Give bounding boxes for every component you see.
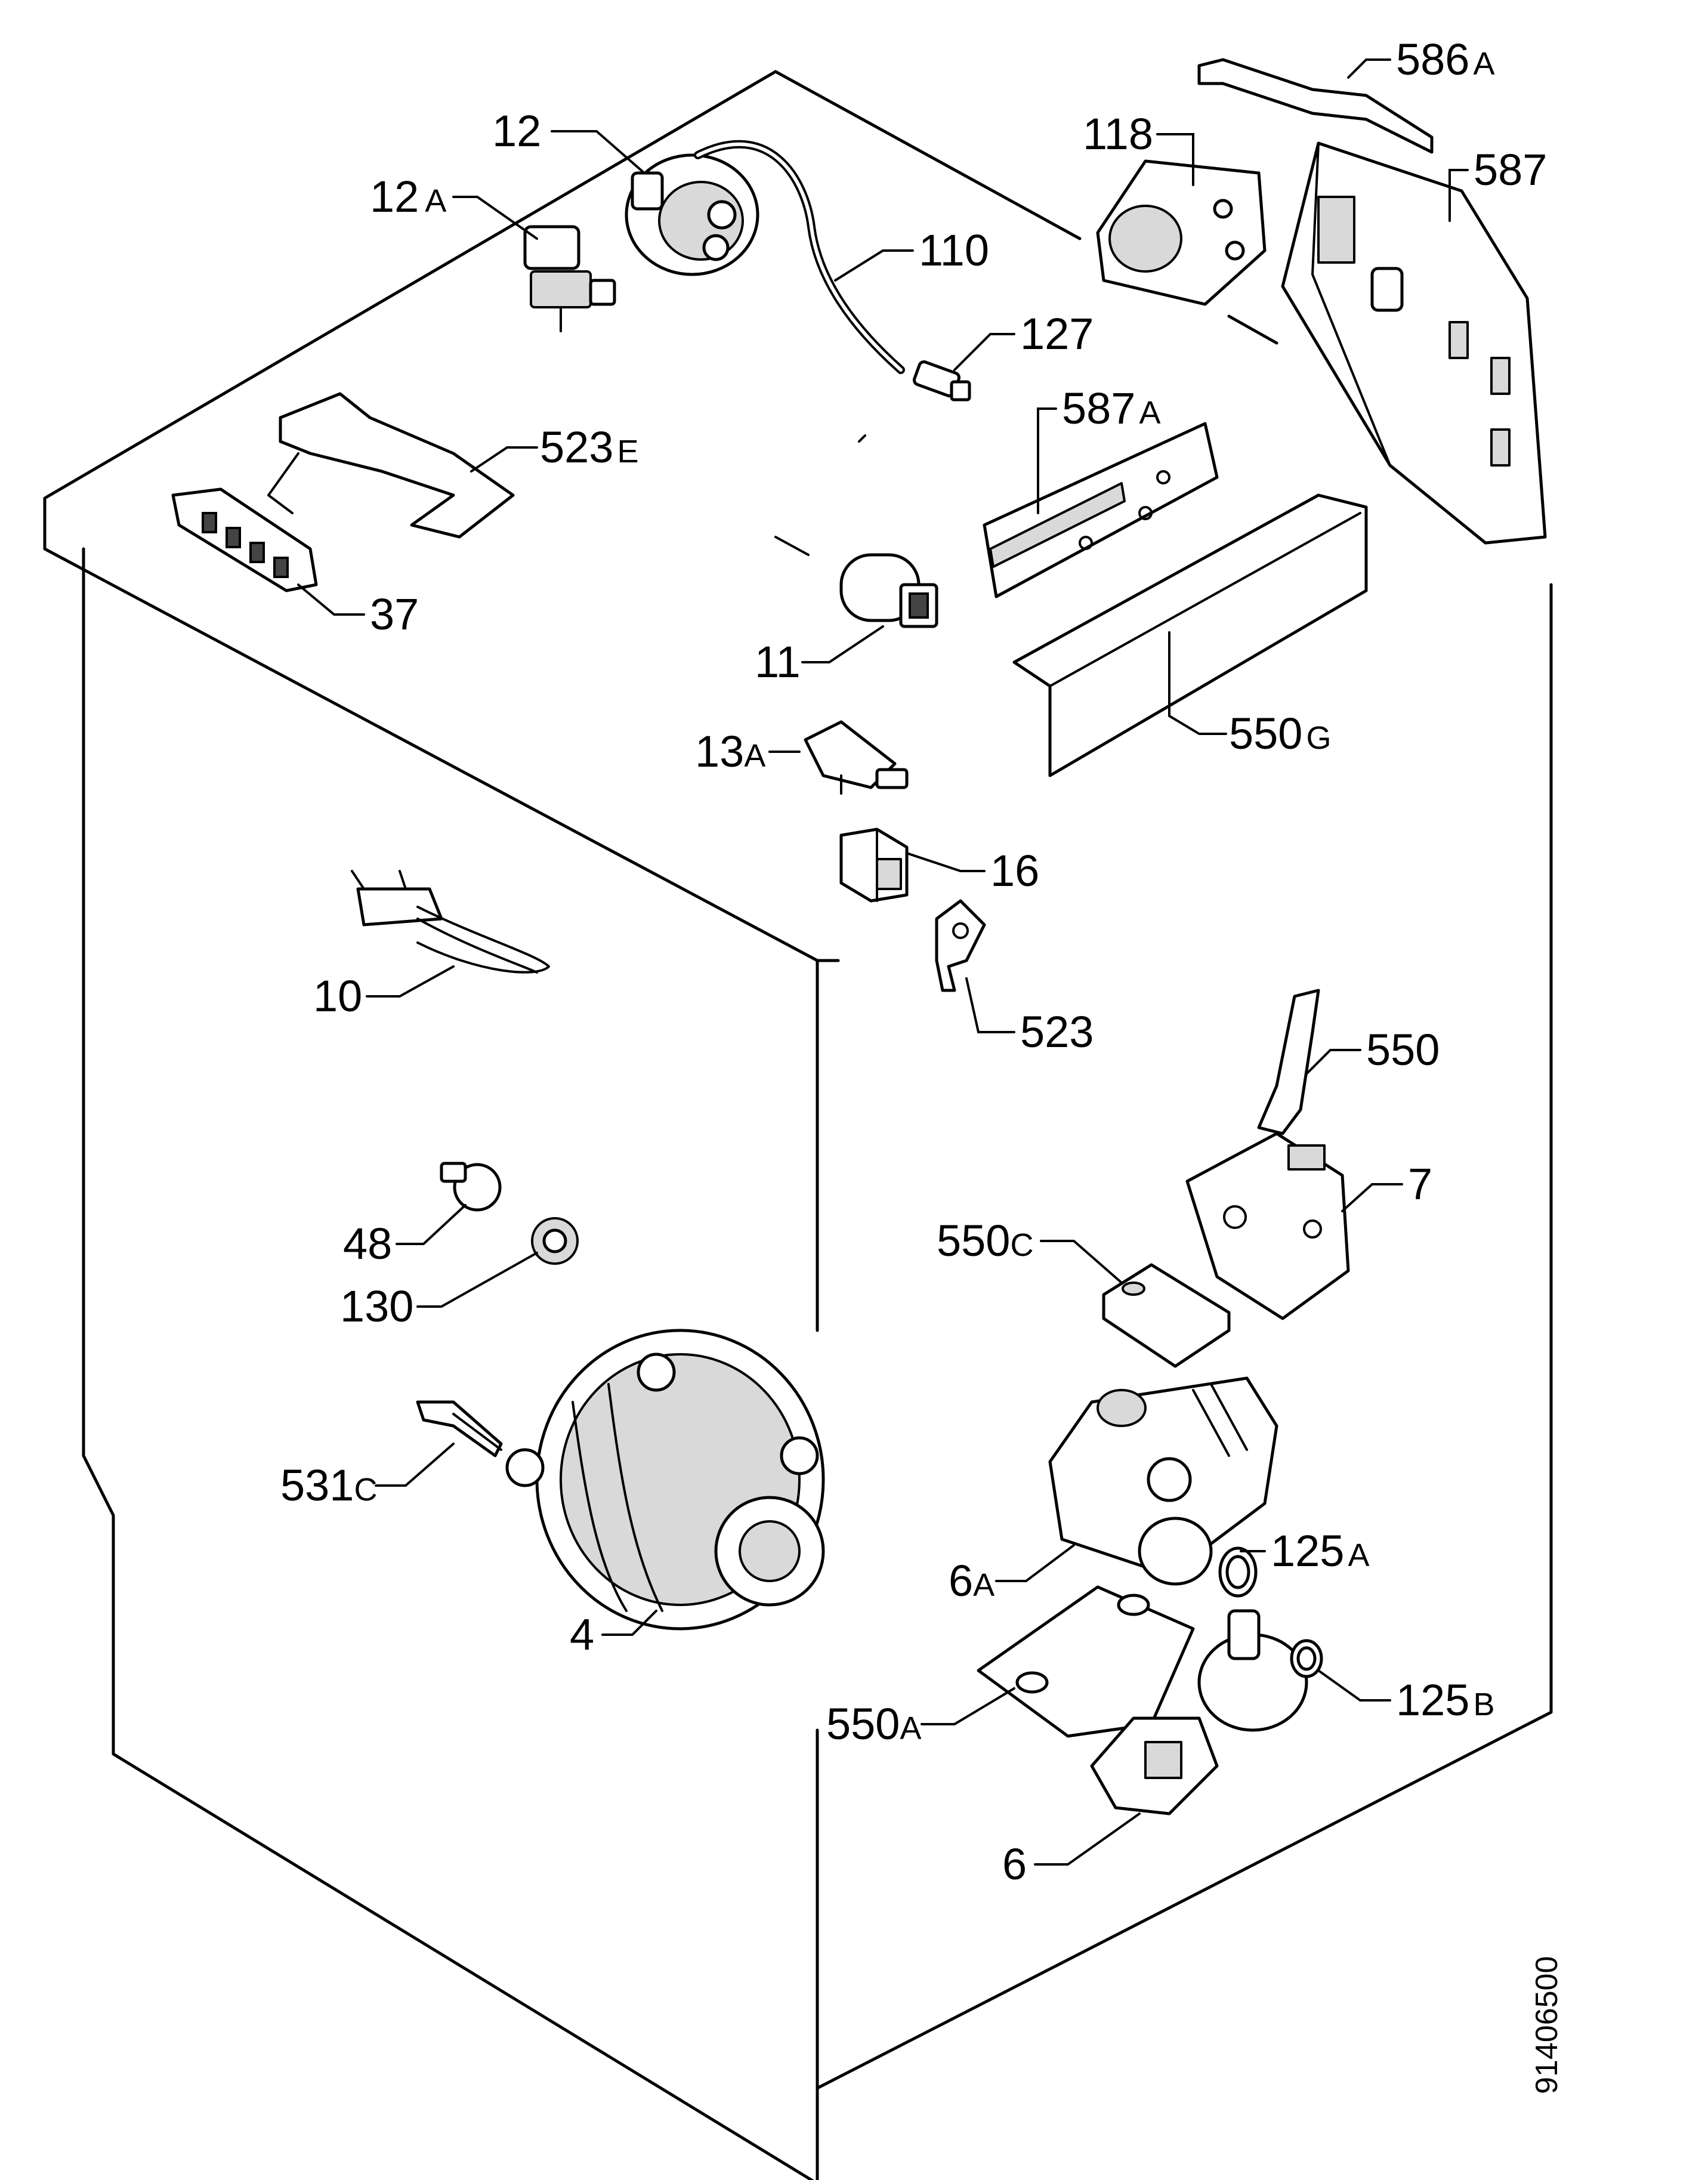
bracket-586a: [1197, 58, 1434, 154]
label-13a: 13A: [695, 727, 765, 776]
label-130: 130: [340, 1282, 413, 1331]
gasket-125b: [1290, 1639, 1323, 1678]
label-550a: 550A: [826, 1699, 922, 1749]
pressure-switch-12a: [523, 225, 616, 332]
drain-pump-6: [1090, 1609, 1308, 1815]
connector-127: [913, 360, 971, 402]
pressure-switch-12: [625, 153, 759, 276]
leader-lines: [297, 58, 1469, 1866]
clip-550c: [1102, 1263, 1231, 1368]
label-10: 10: [313, 971, 362, 1021]
document-number: 91406500: [1530, 1956, 1564, 2094]
label-7: 7: [1408, 1159, 1432, 1209]
label-531c: 531C: [280, 1460, 377, 1510]
gasket-125a: [1218, 1546, 1258, 1598]
label-587: 587: [1474, 145, 1547, 194]
label-550c: 550C: [937, 1216, 1033, 1265]
label-6a: 6A: [949, 1556, 994, 1605]
bolt-531c: [416, 1400, 503, 1458]
pad-550a: [977, 1585, 1195, 1738]
lever-550: [1257, 989, 1320, 1135]
pump-housing-6a: [1048, 1376, 1278, 1586]
label-110: 110: [919, 226, 989, 275]
control-module-587: [1281, 141, 1547, 545]
cabinet-outline: [43, 70, 1553, 2180]
cover-550g: [1012, 493, 1368, 777]
thermostat-48: [440, 1162, 502, 1212]
heater-10: [351, 870, 550, 974]
suppressor-13a: [804, 720, 909, 795]
label-48: 48: [343, 1219, 392, 1268]
timer-118: [1096, 159, 1267, 306]
label-4: 4: [570, 1610, 594, 1659]
component-7: [1185, 1132, 1350, 1320]
label-6: 6: [1002, 1839, 1027, 1889]
terminal-block-37: [171, 487, 318, 592]
label-37: 37: [370, 589, 419, 639]
label-11: 11: [755, 637, 801, 687]
plate-523: [935, 899, 986, 992]
door-lock-16: [839, 827, 909, 903]
label-127: 127: [1020, 309, 1094, 359]
capacitor-11: [839, 553, 938, 628]
label-523: 523: [1020, 1007, 1094, 1057]
pcb-587a: [983, 422, 1219, 598]
label-550: 550: [1366, 1025, 1440, 1074]
label-16: 16: [990, 846, 1039, 896]
label-12: 12: [492, 106, 541, 156]
thermostat-130: [531, 1217, 579, 1265]
bracket-523e: [279, 392, 515, 539]
motor-4: [505, 1329, 825, 1631]
label-118: 118: [1083, 109, 1153, 159]
